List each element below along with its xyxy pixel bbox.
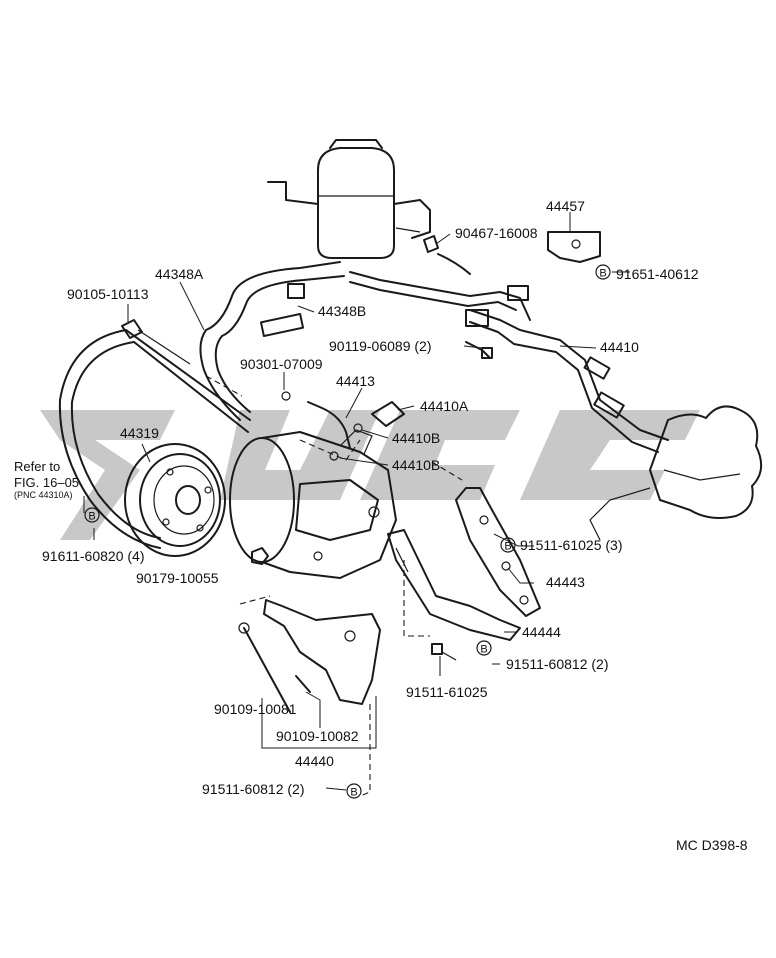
b-symbol-91511-60812-a: B (476, 640, 492, 656)
label-90301-07009: 90301-07009 (240, 356, 323, 372)
bolt-symbols: B B B B B (84, 264, 611, 799)
note-line1: Refer to (14, 459, 60, 474)
label-90105-10113: 90105-10113 (67, 286, 149, 302)
bracket-44457 (547, 231, 601, 263)
svg-text:B: B (88, 511, 95, 523)
svg-text:B: B (599, 268, 606, 280)
b-symbol-91511-60812-b: B (346, 783, 362, 799)
reservoir-tank (267, 139, 431, 259)
svg-text:B: B (480, 644, 487, 656)
label-44410: 44410 (600, 339, 639, 355)
hardware (121, 235, 493, 713)
label-44457: 44457 (546, 198, 585, 214)
steering-gear (589, 405, 763, 541)
label-90109-10082: 90109-10082 (276, 728, 359, 744)
label-91511-61025: 91511-61025 (406, 684, 488, 700)
b-symbol-91511-61025-3: B (500, 537, 516, 553)
label-44410B-upper: 44410B (392, 430, 440, 446)
label-44413: 44413 (336, 373, 375, 389)
svg-text:B: B (350, 787, 357, 799)
b-symbol-91651: B (595, 264, 611, 280)
suction-hose (199, 261, 345, 421)
label-91511-60812-b: 91511-60812 (2) (202, 781, 304, 797)
pulley (124, 443, 226, 557)
label-44444: 44444 (522, 624, 561, 640)
label-90467-16008: 90467-16008 (455, 225, 538, 241)
vane-pump (229, 429, 397, 579)
label-91651-40612: 91651-40612 (616, 266, 699, 282)
pressure-tubes (349, 271, 669, 453)
diagram-code: MC D398-8 (676, 837, 748, 853)
svg-text:B: B (504, 541, 511, 553)
label-44319: 44319 (120, 425, 159, 441)
label-44410B-lower: 44410B (392, 457, 440, 473)
bracket-44444 (387, 529, 521, 641)
label-90109-10081: 90109-10081 (214, 701, 297, 717)
label-44348B: 44348B (318, 303, 366, 319)
assembly-lines (205, 375, 463, 797)
bracket-44440 (263, 599, 381, 705)
part-labels: 44457 90467-16008 91651-40612 44348A 901… (42, 198, 699, 797)
label-90179-10055: 90179-10055 (136, 570, 219, 586)
note-line3: (PNC 44310A) (14, 490, 73, 500)
watermark-logo (40, 410, 700, 540)
label-91511-61025-3: 91511-61025 (3) (520, 537, 622, 553)
leader-lines (83, 212, 630, 791)
drive-belt (58, 329, 251, 549)
label-44440: 44440 (295, 753, 334, 769)
label-91511-60812-a: 91511-60812 (2) (506, 656, 608, 672)
note-line2: FIG. 16–05 (14, 475, 79, 490)
reference-note: Refer to FIG. 16–05 (PNC 44310A) (14, 459, 79, 500)
label-44410A: 44410A (420, 398, 469, 414)
label-44443: 44443 (546, 574, 585, 590)
b-symbol-91611: B (84, 507, 100, 523)
label-90119-06089: 90119-06089 (2) (329, 338, 431, 354)
label-44348A: 44348A (155, 266, 204, 282)
label-91611-60820: 91611-60820 (4) (42, 548, 144, 564)
bracket-44443 (455, 487, 541, 617)
